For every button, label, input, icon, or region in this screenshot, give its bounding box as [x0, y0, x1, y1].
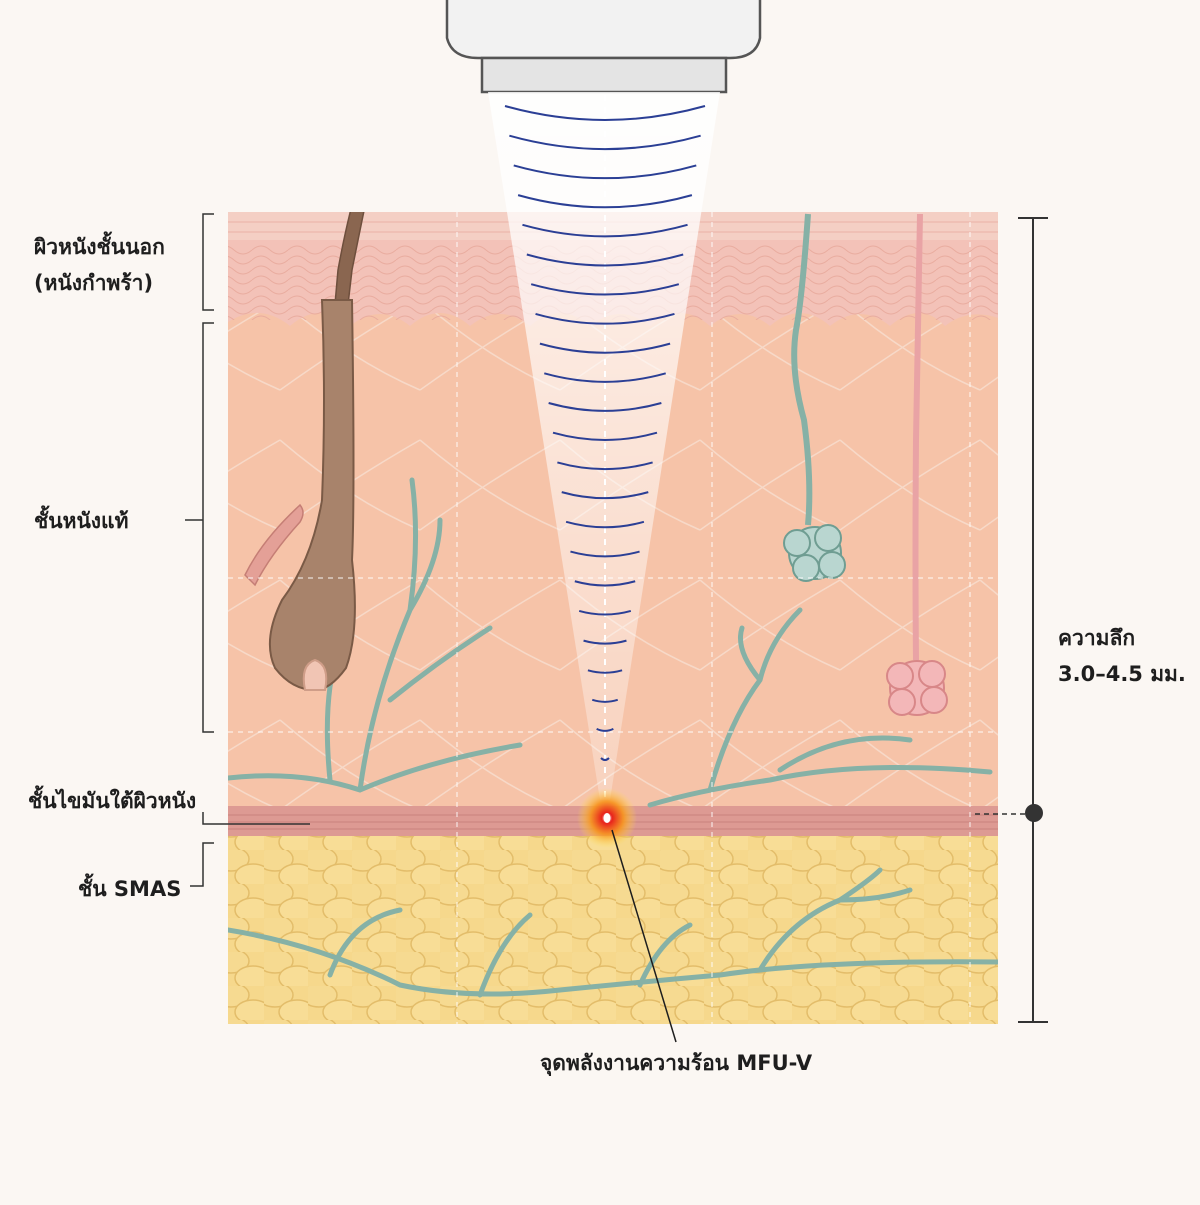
- wave-arc: [509, 134, 701, 151]
- ultrasound-waves: [504, 105, 706, 761]
- wave-arc: [535, 312, 675, 325]
- wave-arc: [517, 194, 693, 209]
- depth-scale: [975, 217, 1048, 1023]
- label-epidermis-line2: (หนังกำพร้า): [34, 271, 153, 295]
- label-depth-line1: ความลึก: [1058, 626, 1135, 650]
- wave-arc: [557, 461, 653, 471]
- wave-arc: [504, 105, 706, 121]
- dermis-vessel-right: [647, 607, 993, 808]
- bracket-epidermis: [202, 213, 214, 311]
- label-subcutaneous: ชั้นไขมันใต้ผิวหนัง: [28, 785, 196, 813]
- wave-arc: [539, 342, 671, 354]
- bracket-dermis: [185, 322, 214, 733]
- sweat-gland-teal: [783, 524, 846, 582]
- layer-brackets: [185, 213, 310, 887]
- hot-spot-core: [603, 813, 611, 823]
- label-smas: ชั้น SMAS: [78, 873, 181, 901]
- wave-arc: [583, 639, 627, 645]
- sweat-gland-pink: [886, 660, 948, 716]
- wave-arc: [544, 372, 666, 383]
- wave-arc: [522, 223, 688, 238]
- wave-arc: [574, 580, 636, 587]
- wave-arc: [548, 402, 662, 412]
- label-dermis: ชั้นหนังแท้: [34, 505, 128, 533]
- label-epidermis-line1: ผิวหนังชั้นนอก: [33, 231, 165, 259]
- hair-follicle: [268, 299, 356, 692]
- fat-layer-cells: [228, 835, 998, 1024]
- wave-arc: [565, 520, 645, 529]
- wave-arc: [552, 431, 658, 441]
- fat-vessel: [228, 867, 998, 998]
- label-depth-line2: 3.0–4.5 มม.: [1058, 662, 1186, 686]
- arrector-muscle: [244, 503, 304, 587]
- bracket-smas: [190, 842, 214, 887]
- wave-arc: [530, 283, 680, 296]
- wave-arc: [526, 253, 684, 267]
- focal-leader-line: [611, 829, 677, 1043]
- ultrasound-transducer: [445, 0, 762, 94]
- transducer-body: [445, 0, 762, 60]
- wave-arc: [587, 669, 623, 674]
- wave-arc: [570, 550, 640, 558]
- hair-bulb: [302, 658, 328, 691]
- transducer-head: [480, 56, 728, 94]
- dermis-vessel-left: [228, 477, 523, 793]
- wave-arc: [600, 757, 610, 761]
- wave-arc: [591, 698, 619, 703]
- wave-arc: [596, 727, 614, 732]
- sweat-duct-pink: [912, 213, 923, 661]
- wave-arc: [561, 491, 649, 500]
- depth-marker-dot: [1025, 804, 1043, 822]
- sweat-duct-teal: [791, 213, 813, 526]
- bracket-subcutaneous: [202, 812, 310, 825]
- wave-arc: [578, 609, 632, 616]
- wave-arc: [513, 164, 697, 180]
- label-focal-point: จุดพลังงานความร้อน MFU-V: [540, 1051, 813, 1077]
